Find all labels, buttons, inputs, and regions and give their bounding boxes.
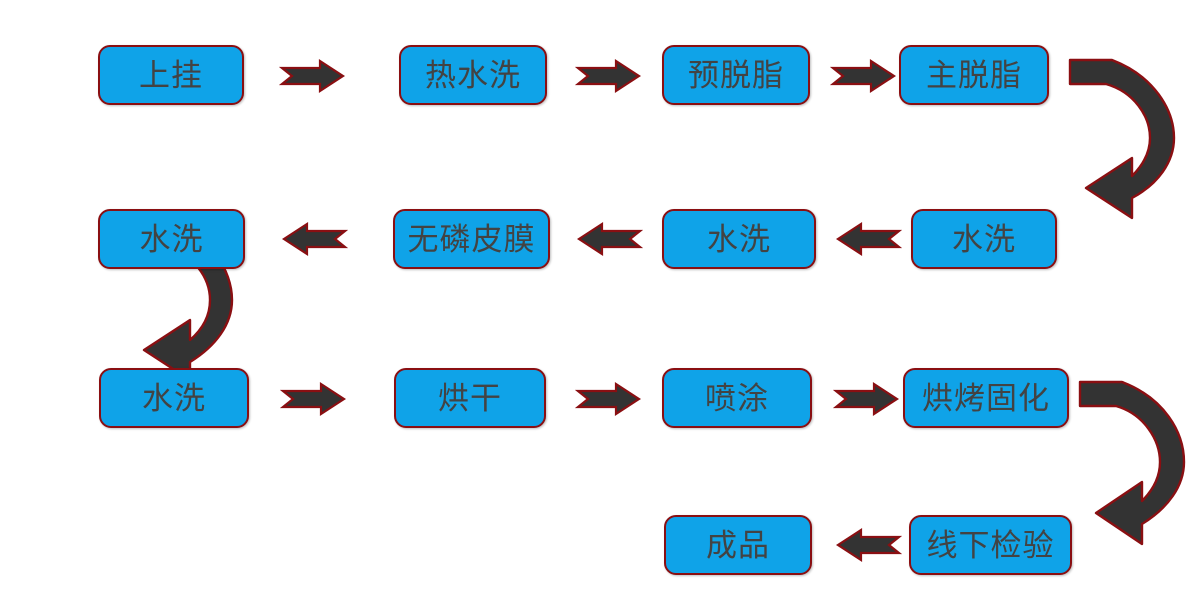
node-label: 水洗 — [142, 380, 206, 416]
arrow-right-r1-1 — [278, 58, 346, 94]
node-reshuixi[interactable]: 热水洗 — [399, 45, 547, 105]
arrow-right-r1-3 — [829, 58, 897, 94]
curve-right-top-arrow-icon — [1066, 58, 1198, 223]
node-chengpin[interactable]: 成品 — [664, 515, 812, 575]
node-yutuozhi[interactable]: 预脱脂 — [662, 45, 810, 105]
arrow-left-r2-3 — [835, 221, 903, 257]
node-label: 热水洗 — [425, 57, 521, 93]
node-hongkaoguhua[interactable]: 烘烤固化 — [903, 368, 1069, 428]
node-label: 无磷皮膜 — [407, 221, 536, 257]
node-shanggua[interactable]: 上挂 — [98, 45, 244, 105]
arrow-left-r2-1 — [281, 221, 349, 257]
arrow-right-r3-1 — [279, 381, 347, 417]
arrow-right-r1-2 — [574, 58, 642, 94]
node-shuixi-4[interactable]: 水洗 — [99, 368, 249, 428]
arrow-left-r4-1 — [835, 527, 903, 563]
node-label: 预脱脂 — [688, 57, 784, 93]
arrow-left-r2-2 — [576, 221, 644, 257]
node-pentu[interactable]: 喷涂 — [662, 368, 812, 428]
node-label: 上挂 — [139, 57, 203, 93]
node-label: 主脱脂 — [926, 57, 1022, 93]
node-label: 线下检验 — [926, 527, 1055, 563]
node-zhutuozhi[interactable]: 主脱脂 — [899, 45, 1049, 105]
node-label: 喷涂 — [705, 380, 769, 416]
node-wulinpimo[interactable]: 无磷皮膜 — [393, 209, 550, 269]
arrow-right-r3-2 — [574, 381, 642, 417]
node-xianxiajianyan[interactable]: 线下检验 — [909, 515, 1072, 575]
node-label: 烘干 — [438, 380, 502, 416]
node-label: 水洗 — [952, 221, 1016, 257]
node-shuixi-3[interactable]: 水洗 — [911, 209, 1057, 269]
node-label: 水洗 — [139, 221, 204, 257]
node-label: 成品 — [706, 527, 770, 563]
node-label: 水洗 — [707, 221, 771, 257]
node-honggan[interactable]: 烘干 — [394, 368, 546, 428]
node-shuixi-2[interactable]: 水洗 — [662, 209, 816, 269]
arrow-right-r3-3 — [832, 381, 900, 417]
curve-right-bottom-arrow-icon — [1076, 380, 1200, 548]
node-shuixi-1[interactable]: 水洗 — [98, 209, 245, 269]
node-label: 烘烤固化 — [922, 380, 1050, 416]
